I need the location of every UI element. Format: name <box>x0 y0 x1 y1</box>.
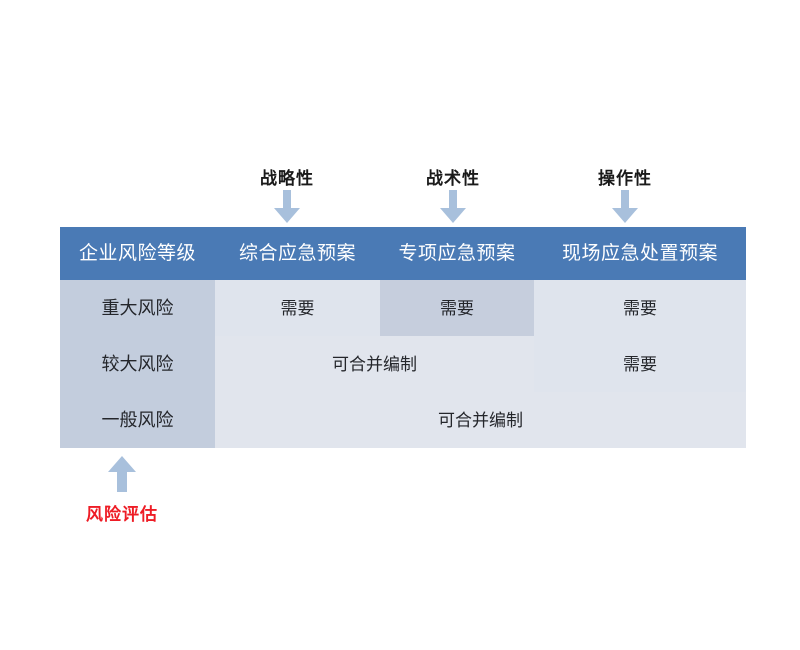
arrow-down-icon <box>272 190 302 229</box>
table-row: 较大风险 可合并编制 需要 <box>60 336 746 392</box>
cell-value: 需要 <box>623 298 657 318</box>
column-header-label: 企业风险等级 <box>78 243 196 264</box>
column-header-comprehensive-plan: 综合应急预案 <box>215 227 380 280</box>
column-header-label: 专项应急预案 <box>398 243 516 264</box>
column-header-label: 综合应急预案 <box>238 243 356 264</box>
arrow-up-icon <box>106 455 138 498</box>
emergency-plan-matrix-table: 企业风险等级 综合应急预案 专项应急预案 现场应急处置预案 重大风险 需 <box>60 227 746 448</box>
cell-considerable-onsite: 需要 <box>534 336 746 392</box>
column-header-onsite-plan: 现场应急处置预案 <box>534 227 746 280</box>
cell-value: 可合并编制 <box>438 410 523 430</box>
row-label-text: 一般风险 <box>101 410 174 430</box>
arrow-down-icon <box>610 190 640 229</box>
cell-value: 需要 <box>280 298 315 318</box>
column-header-risk-level: 企业风险等级 <box>60 227 215 280</box>
annotation-label-strategic: 战略性 <box>260 169 314 188</box>
arrow-down-icon <box>438 190 468 229</box>
row-label-text: 重大风险 <box>101 298 174 318</box>
column-header-special-plan: 专项应急预案 <box>380 227 534 280</box>
cell-general-merged-plan: 可合并编制 <box>215 392 746 448</box>
table-row: 重大风险 需要 需要 需要 <box>60 280 746 336</box>
cell-value: 需要 <box>623 354 657 374</box>
cell-major-comprehensive: 需要 <box>215 280 380 336</box>
cell-major-special: 需要 <box>380 280 534 336</box>
cell-value: 需要 <box>440 298 474 318</box>
row-label-text: 较大风险 <box>101 354 174 374</box>
annotation-label-operational: 操作性 <box>598 169 652 188</box>
annotation-label-tactical: 战术性 <box>426 169 480 188</box>
row-label-general-risk: 一般风险 <box>60 392 215 448</box>
cell-major-onsite: 需要 <box>534 280 746 336</box>
cell-considerable-merged-plan: 可合并编制 <box>215 336 534 392</box>
table-row: 一般风险 可合并编制 <box>60 392 746 448</box>
row-label-major-risk: 重大风险 <box>60 280 215 336</box>
annotation-label-risk-assessment: 风险评估 <box>86 505 158 524</box>
table-header-row: 企业风险等级 综合应急预案 专项应急预案 现场应急处置预案 <box>60 227 746 280</box>
cell-value: 可合并编制 <box>332 354 417 374</box>
row-label-considerable-risk: 较大风险 <box>60 336 215 392</box>
column-header-label: 现场应急处置预案 <box>561 243 718 264</box>
